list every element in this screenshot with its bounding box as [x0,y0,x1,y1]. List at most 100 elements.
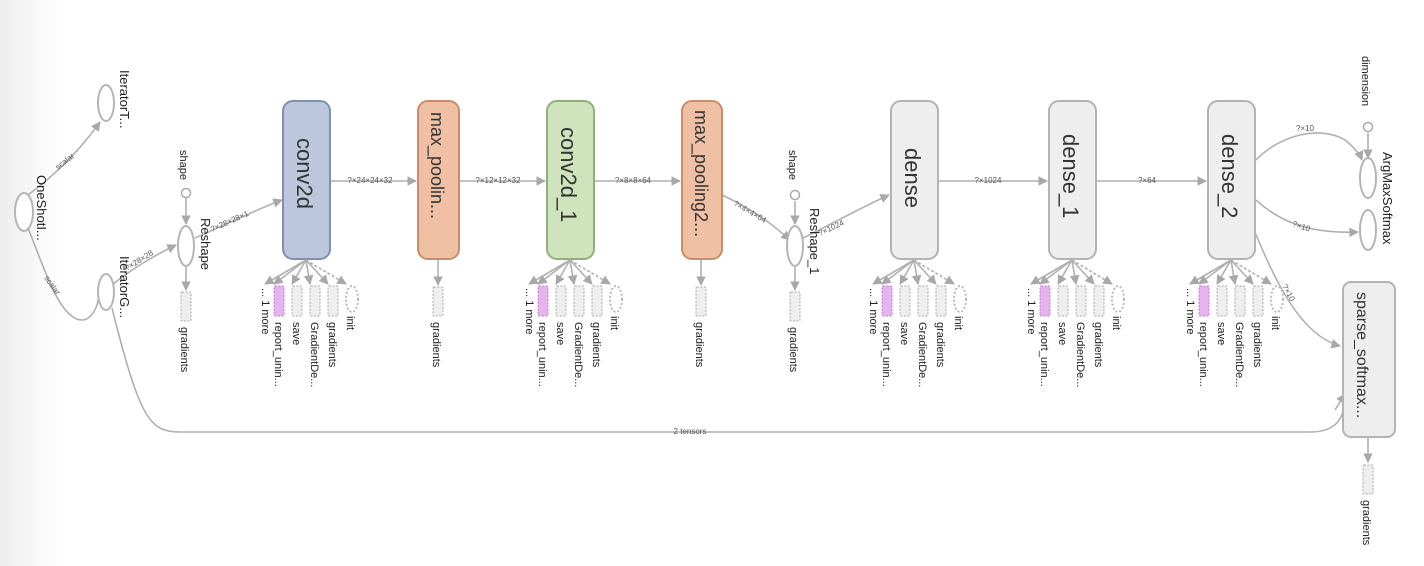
reshape-1-gradients-label: gradients [787,327,799,373]
conv2d-1-report-label: report_unin... [536,322,548,387]
dense-report-label: report_unin... [880,322,892,387]
edge-iteratorg-to-sparse [111,307,1346,433]
reshape-label: Reshape [198,218,213,270]
dense-2-init-node[interactable] [1270,285,1284,313]
max-pooling2-node[interactable] [681,100,723,260]
conv2d-1-aux-edge-report [537,259,571,285]
dense-1-gradients-label: gradients [1092,322,1104,368]
dense-1-gradient_descent-node[interactable] [1075,285,1087,317]
dense-2-aux-edge-gradient_descent [1228,259,1239,285]
conv2d-node[interactable] [282,100,331,260]
iterator-t-label: IteratorT... [117,70,132,129]
dense-1-aux-edge-init [1071,259,1113,285]
dense-label: dense [900,148,925,208]
reshape-1-gradients-node[interactable] [789,291,801,322]
dense-2-gradients-label: gradients [1251,322,1263,368]
dense-1-more-label: ... 1 more [1025,288,1037,334]
conv2d-1-report-node[interactable] [537,285,549,317]
dense-init-node[interactable] [953,285,967,313]
conv2d-1-node[interactable] [546,100,595,260]
dense-1-gradients-node[interactable] [1093,285,1105,317]
edge-label-dense2-argmax: ?×10 [1296,124,1315,133]
dense-gradients-label: gradients [934,322,946,368]
dense-2-aux-edge-more [1189,259,1232,285]
conv2d-save-node[interactable] [291,285,303,317]
input-nodes: OneShotI... IteratorT... IteratorG... [14,70,132,318]
softmax-node[interactable] [1359,209,1377,251]
conv2d-1-label: conv2d_1 [556,127,581,222]
reshape-group: shape Reshape gradients [177,150,213,373]
dense-1-aux-edge-gradients [1071,259,1095,285]
conv2d-1-aux-edge-init [569,259,611,285]
edge-label-conv-pool: ?×24×24×32 [347,176,393,185]
dense-aux-edge-gradients [913,259,937,285]
dense-2-report-node[interactable] [1198,285,1210,317]
conv2d-aux-edge-report [273,259,307,285]
reshape-1-shape-const[interactable] [789,189,801,201]
max-pooling2-group: max_pooling2... gradients [681,100,723,368]
reshape-1-node[interactable] [786,225,804,267]
max-pooling2-label: max_pooling2... [690,110,711,237]
conv2d-group: conv2d [282,100,331,260]
reshape-gradients-node[interactable] [180,291,192,322]
dense-1-save-node[interactable] [1057,285,1069,317]
dense-gradient_descent-label: GradientDe... [916,322,928,387]
outputs-group: dimension ArgMaxSoftmax [1359,56,1395,251]
conv2d-1-save-node[interactable] [555,285,567,317]
dense-node[interactable] [890,100,939,260]
dense-2-gradients-node[interactable] [1252,285,1264,317]
dense-1-node[interactable] [1048,100,1097,260]
conv2d-aux-edge-more [264,259,307,285]
edge-label-pool2-reshape1: ?×4×4×64 [732,199,768,225]
max-pooling-gradients-node[interactable] [432,286,444,317]
dense-1-report-label: report_unin... [1038,322,1050,387]
conv2d-1-save-label: save [554,322,566,345]
argmax-node[interactable] [1359,157,1377,199]
reshape-node[interactable] [177,225,195,267]
argmax-dimension-const[interactable] [1362,121,1374,133]
dense-2-init-label: init [1269,316,1281,330]
edge-oneshot-to-iteratorg [27,227,99,321]
conv2d-1-init-node[interactable] [609,285,623,313]
dense-1-init-node[interactable] [1111,285,1125,313]
conv2d-init-node[interactable] [345,285,359,313]
conv2d-gradients-node[interactable] [327,285,339,317]
edge-label-conv1-pool2: ?×8×8×64 [615,176,652,185]
dense-2-node[interactable] [1207,100,1256,260]
conv2d-1-gradients-node[interactable] [591,285,603,317]
conv2d-report-node[interactable] [273,285,285,317]
conv2d-1-more-label: ... 1 more [523,288,535,334]
max-pooling-node[interactable] [417,100,460,260]
reshape-1-shape-label: shape [786,150,798,180]
dense-1-aux-edge-save [1057,259,1073,285]
edge-iteratorg-to-reshape [111,244,177,286]
dense-save-node[interactable] [899,285,911,317]
dense-gradient_descent-node[interactable] [917,285,929,317]
dense-init-label: init [952,316,964,330]
oneshot-iterator-node[interactable]: OneShotI... [14,175,49,241]
conv2d-aux-edge-init [305,259,347,285]
iterator-t-node[interactable]: IteratorT... [97,70,132,129]
reshape-gradients-label: gradients [178,327,190,373]
dense-2-save-node[interactable] [1216,285,1228,317]
sparse-softmax-node[interactable] [1342,281,1396,438]
max-pooling2-gradients-node[interactable] [695,286,707,317]
sparse-softmax-group: sparse_softmax... gradients [1342,281,1396,546]
conv2d-1-gradient_descent-node[interactable] [573,285,585,317]
conv2d-aux-edge-gradients [305,259,329,285]
dense-gradients-node[interactable] [935,285,947,317]
conv2d-report-label: report_unin... [272,322,284,387]
conv2d-gradients-label: gradients [326,322,338,368]
iterator-g-node[interactable]: IteratorG... [97,256,132,318]
conv2d-gradient_descent-node[interactable] [309,285,321,317]
dense-1-report-node[interactable] [1039,285,1051,317]
sparse-softmax-gradients-node[interactable] [1362,464,1374,495]
dense-2-gradient_descent-node[interactable] [1234,285,1246,317]
dense-report-node[interactable] [881,285,893,317]
reshape-shape-const[interactable] [180,187,192,199]
